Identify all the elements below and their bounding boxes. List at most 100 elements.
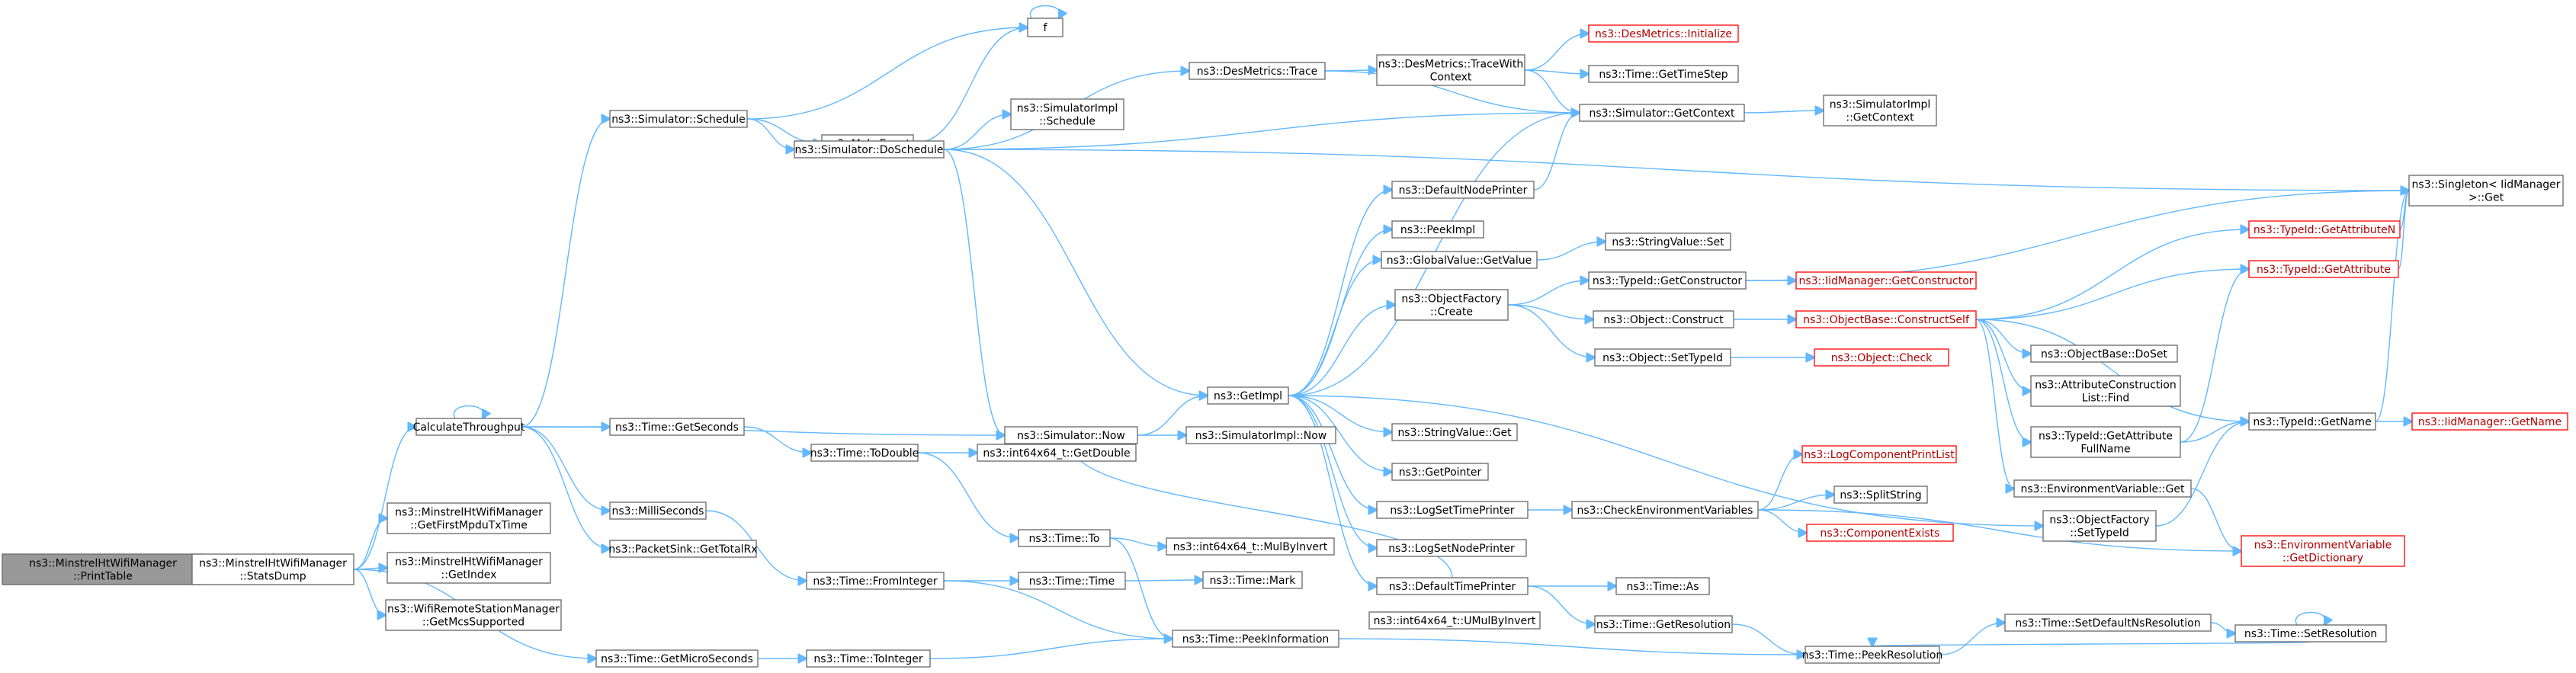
node-label: ::Schedule [1039,116,1096,128]
function-node[interactable]: ns3::MinstrelHtWifiManager::GetFirstMpdu… [387,502,551,534]
node-label: ns3::IidManager::GetConstructor [1798,275,1973,287]
node-label: ::GetMcsSupported [422,617,525,629]
node-box [810,444,919,462]
function-node[interactable]: ns3::Time::To [1018,529,1111,547]
function-node[interactable]: ns3::TypeId::GetAttribute [2248,260,2399,278]
function-node[interactable]: ns3::MinstrelHtWifiManager::PrintTable [2,553,204,585]
function-node[interactable]: ns3::EnvironmentVariable::Get [2013,479,2192,498]
function-node[interactable]: ns3::MilliSeconds [609,502,707,520]
function-node[interactable]: ns3::Simulator::DoSchedule [794,140,945,159]
function-node[interactable]: ns3::ObjectBase::DoSet [2030,345,2178,363]
function-node[interactable]: ns3::Object::Construct [1593,310,1734,328]
node-label: Context [1430,72,1472,84]
node-box [1804,646,1940,664]
function-node[interactable]: ns3::Simulator::GetContext [1579,104,1745,122]
call-edge [1109,537,1166,546]
function-node[interactable]: ns3::DefaultNodePrinter [1391,181,1535,199]
function-node[interactable]: f [1027,18,1063,37]
function-node[interactable]: ns3::Time::FromInteger [806,572,945,590]
function-node[interactable]: ns3::IidManager::GetName [2411,412,2568,431]
function-node[interactable]: ns3::Time::PeekInformation [1172,630,1339,648]
function-node[interactable]: ns3::ObjectBase::ConstructSelf [1795,310,1977,328]
function-node[interactable]: ns3::SimulatorImpl::Schedule [1010,98,1124,130]
node-label: ::GetFirstMpduTxTime [410,520,528,532]
function-node[interactable]: ns3::GetImpl [1207,386,1289,405]
function-node[interactable]: ns3::ObjectFactory::SetTypeId [2042,510,2157,542]
function-node[interactable]: ns3::DefaultTimePrinter [1376,577,1529,595]
node-label: ns3::TypeId::GetName [2253,416,2371,428]
function-node[interactable]: ns3::TypeId::GetConstructor [1588,271,1747,290]
function-node[interactable]: ns3::Singleton< IidManager>::Get [2408,175,2564,207]
function-node[interactable]: ns3::Object::Check [1814,348,1949,367]
function-node[interactable]: ns3::MinstrelHtWifiManager::GetIndex [387,552,551,584]
function-node[interactable]: CalculateThroughput [413,418,525,436]
call-edge [943,149,2409,191]
function-node[interactable]: ns3::Simulator::Now [1004,426,1138,444]
node-label: ns3::Time::GetMicroSeconds [601,653,753,665]
node-label: ::GetDictionary [2282,553,2363,565]
function-node[interactable]: ns3::GlobalValue::GetValue [1381,251,1538,269]
function-node[interactable]: ns3::LogComponentPrintList [1801,445,1957,463]
function-node[interactable]: ns3::int64x64_t::MulByInvert [1166,537,1335,556]
function-node[interactable]: ns3::Time::ToInteger [806,649,931,668]
function-node[interactable]: ns3::GetPointer [1391,463,1489,481]
call-edge [746,27,1028,120]
function-node[interactable]: ns3::WifiRemoteStationManager::GetMcsSup… [385,599,562,631]
call-edge [929,639,1173,659]
function-node[interactable]: ns3::PeekImpl [1391,220,1484,239]
function-node[interactable]: ns3::LogSetNodePrinter [1376,539,1527,557]
function-node[interactable]: ns3::IidManager::GetConstructor [1795,271,1977,290]
node-label: List::Find [2082,393,2130,405]
function-node[interactable]: ns3::ComponentExists [1806,524,1954,542]
function-node[interactable]: ns3::Time::GetTimeStep [1588,65,1739,83]
function-node[interactable]: ns3::Time::GetResolution [1594,615,1733,633]
function-node[interactable]: ns3::CheckEnvironmentVariables [1571,501,1759,519]
node-label: ns3::IidManager::GetName [2418,416,2562,428]
function-node[interactable]: ns3::Time::Time [1018,572,1126,590]
node-box [1588,24,1739,43]
function-node[interactable]: ns3::SplitString [1833,486,1928,504]
function-node[interactable]: ns3::Time::SetDefaultNsResolution [2004,614,2212,632]
node-box [1368,611,1541,630]
function-node[interactable]: ns3::StringValue::Set [1605,232,1731,251]
function-node[interactable]: ns3::MinstrelHtWifiManager::StatsDump [191,553,354,585]
node-box [806,572,945,590]
function-node[interactable]: ns3::Time::PeekResolution [1802,646,1943,664]
call-edge [743,426,811,453]
node-label: ns3::MinstrelHtWifiManager [199,558,347,570]
function-node[interactable]: ns3::int64x64_t::UMulByInvert [1368,611,1541,630]
function-node[interactable]: ns3::Time::Mark [1202,571,1303,589]
node-label: ns3::SimulatorImpl::Now [1195,430,1327,442]
function-node[interactable]: ns3::Time::ToDouble [810,444,919,462]
function-node[interactable]: ns3::int64x64_t::GetDouble [977,444,1137,462]
function-node[interactable]: ns3::SimulatorImpl::GetContext [1823,95,1937,127]
node-label: ns3::DesMetrics::TraceWith [1378,59,1523,71]
function-node[interactable]: ns3::SimulatorImpl::Now [1185,426,1336,444]
function-node[interactable]: ns3::DesMetrics::Trace [1189,62,1326,80]
node-label: ns3::Object::Check [1831,352,1933,364]
node-box [2248,220,2401,239]
function-node[interactable]: ns3::StringValue::Get [1391,423,1518,441]
function-node[interactable]: ns3::DesMetrics::Initialize [1588,24,1739,43]
function-node[interactable]: ns3::Time::GetSeconds [609,418,745,436]
function-node[interactable]: ns3::ObjectFactory::Create [1394,289,1509,321]
node-label: ns3::Time::Mark [1210,575,1297,587]
node-label: ns3::Simulator::Schedule [611,114,746,126]
function-node[interactable]: ns3::Time::As [1615,577,1710,595]
function-node[interactable]: ns3::Time::SetResolution [2234,624,2387,643]
function-node[interactable]: ns3::TypeId::GetName [2248,412,2376,431]
node-box [1172,630,1339,648]
function-node[interactable]: ns3::LogSetTimePrinter [1376,501,1529,519]
function-node[interactable]: ns3::TypeId::GetAttributeN [2248,220,2401,239]
call-edge [1288,395,2043,526]
function-node[interactable]: ns3::EnvironmentVariable::GetDictionary [2241,535,2405,567]
function-node[interactable]: ns3::Time::GetMicroSeconds [595,649,759,668]
call-edge [1975,269,2249,320]
call-edge [1533,113,1580,191]
function-node[interactable]: ns3::PacketSink::GetTotalRx [608,540,758,558]
function-node[interactable]: ns3::Simulator::Schedule [609,110,748,128]
function-node[interactable]: ns3::Object::SetTypeId [1594,348,1731,367]
